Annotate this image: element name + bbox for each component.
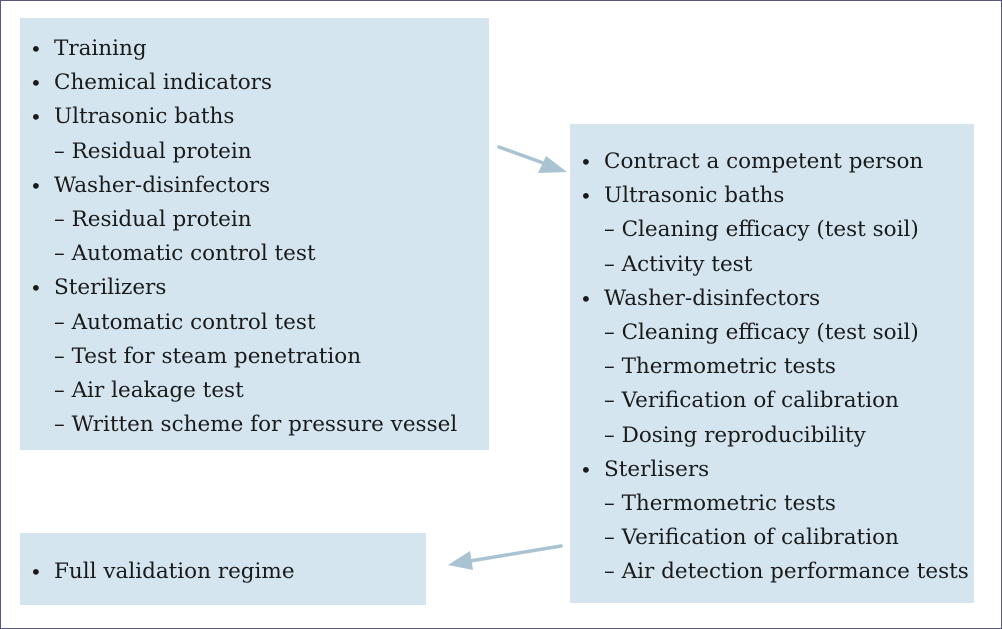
bottom-item-full-validation: Full validation regime xyxy=(20,555,426,589)
right-sub-verification-st: – Verification of calibration xyxy=(604,525,899,551)
left-sub-residual-protein-ub: – Residual protein xyxy=(54,138,252,164)
right-sub-verification-wd: – Verification of calibration xyxy=(604,388,899,414)
right-item-competent-person: Contract a competent person xyxy=(570,145,974,179)
left-item-chemical-indicators: Chemical indicators xyxy=(20,66,489,100)
right-sub-air-detection: – Air detection performance tests xyxy=(604,559,969,585)
right-item-washer-disinfectors: Washer-disinfectors xyxy=(570,282,974,316)
right-item-sterlisers: Sterlisers xyxy=(570,453,974,487)
right-sub-activity-test: – Activity test xyxy=(604,251,753,277)
left-item-washer-disinfectors: Washer-disinfectors xyxy=(20,169,489,203)
bottom-box-list: Full validation regime xyxy=(20,555,426,589)
left-box: Training Chemical indicators Ultrasonic … xyxy=(20,18,489,450)
left-sub-automatic-control-st: – Automatic control test xyxy=(54,309,316,335)
left-sub-automatic-control-wd: – Automatic control test xyxy=(54,241,316,267)
right-sub-thermometric-st: – Thermometric tests xyxy=(604,491,836,517)
right-item-ultrasonic-baths: Ultrasonic baths xyxy=(570,179,974,213)
left-item-sterilizers: Sterilizers xyxy=(20,271,489,305)
right-sub-thermometric-wd: – Thermometric tests xyxy=(604,354,836,380)
right-box-list: Contract a competent person Ultrasonic b… xyxy=(570,145,974,590)
right-box: Contract a competent person Ultrasonic b… xyxy=(570,124,974,603)
right-sub-dosing: – Dosing reproducibility xyxy=(604,422,866,448)
left-item-ultrasonic-baths: Ultrasonic baths xyxy=(20,100,489,134)
left-sub-steam-penetration: – Test for steam penetration xyxy=(54,343,362,369)
left-sub-air-leakage: – Air leakage test xyxy=(54,378,244,404)
left-sub-written-scheme: – Written scheme for pressure vessel xyxy=(54,412,458,438)
left-sub-residual-protein-wd: – Residual protein xyxy=(54,207,252,233)
right-sub-cleaning-efficacy-wd: – Cleaning efficacy (test soil) xyxy=(604,320,919,346)
left-box-list: Training Chemical indicators Ultrasonic … xyxy=(20,32,489,442)
bottom-box: Full validation regime xyxy=(20,533,426,605)
right-sub-cleaning-efficacy-ub: – Cleaning efficacy (test soil) xyxy=(604,217,919,243)
left-item-training: Training xyxy=(20,32,489,66)
